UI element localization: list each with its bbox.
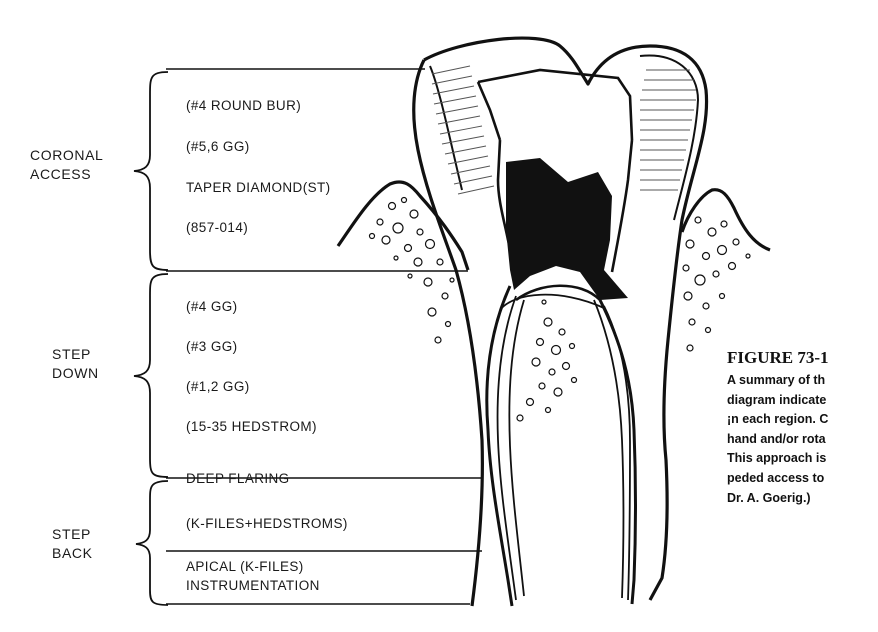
section-label-step-down: STEP DOWN bbox=[52, 345, 99, 383]
brace-step-down bbox=[134, 274, 168, 477]
figure-caption-line: ¡n each region. C bbox=[727, 410, 878, 430]
section-label-step-back: STEP BACK bbox=[52, 525, 93, 563]
instrument-label: INSTRUMENTATION bbox=[186, 578, 320, 593]
instrument-label: (K-FILES+HEDSTROMS) bbox=[186, 516, 348, 531]
figure-caption: FIGURE 73-1 A summary of th diagram indi… bbox=[727, 348, 878, 508]
figure-caption-line: A summary of th bbox=[727, 371, 878, 391]
enamel-left bbox=[430, 66, 494, 194]
instrument-label: (#4 ROUND BUR) bbox=[186, 98, 301, 113]
section-label-line: STEP bbox=[52, 525, 93, 544]
section-label-coronal-access: CORONAL ACCESS bbox=[30, 146, 103, 184]
section-label-line: CORONAL bbox=[30, 146, 103, 165]
figure-caption-line: peded access to bbox=[727, 469, 878, 489]
alveolar-bone-left bbox=[338, 182, 468, 343]
instrument-label: (857-014) bbox=[186, 220, 248, 235]
figure-caption-title: FIGURE 73-1 bbox=[727, 348, 878, 368]
root-canal-inner bbox=[498, 296, 630, 600]
figure-caption-line: Dr. A. Goerig.) bbox=[727, 489, 878, 509]
section-label-line: DOWN bbox=[52, 364, 99, 383]
instrument-label: (#1,2 GG) bbox=[186, 379, 250, 394]
tooth-outline bbox=[414, 38, 707, 606]
instrument-label: (#5,6 GG) bbox=[186, 139, 250, 154]
instrument-label: (15-35 HEDSTROM) bbox=[186, 419, 317, 434]
brace-coronal bbox=[134, 72, 168, 270]
brace-step-back bbox=[136, 481, 168, 605]
interradicular-bone bbox=[517, 300, 577, 421]
section-label-line: BACK bbox=[52, 544, 93, 563]
pulp-chamber-fill bbox=[506, 158, 628, 300]
instrument-label: APICAL (K-FILES) bbox=[186, 559, 304, 574]
instrument-label: DEEP FLARING bbox=[186, 471, 290, 486]
figure-caption-line: hand and/or rota bbox=[727, 430, 878, 450]
figure-caption-line: This approach is bbox=[727, 449, 878, 469]
section-label-line: STEP bbox=[52, 345, 99, 364]
figure-caption-line: diagram indicate bbox=[727, 391, 878, 411]
instrument-label: (#4 GG) bbox=[186, 299, 238, 314]
instrument-label: TAPER DIAMOND(ST) bbox=[186, 180, 331, 195]
alveolar-bone-right bbox=[682, 190, 770, 351]
instrument-label: (#3 GG) bbox=[186, 339, 238, 354]
section-label-line: ACCESS bbox=[30, 165, 103, 184]
